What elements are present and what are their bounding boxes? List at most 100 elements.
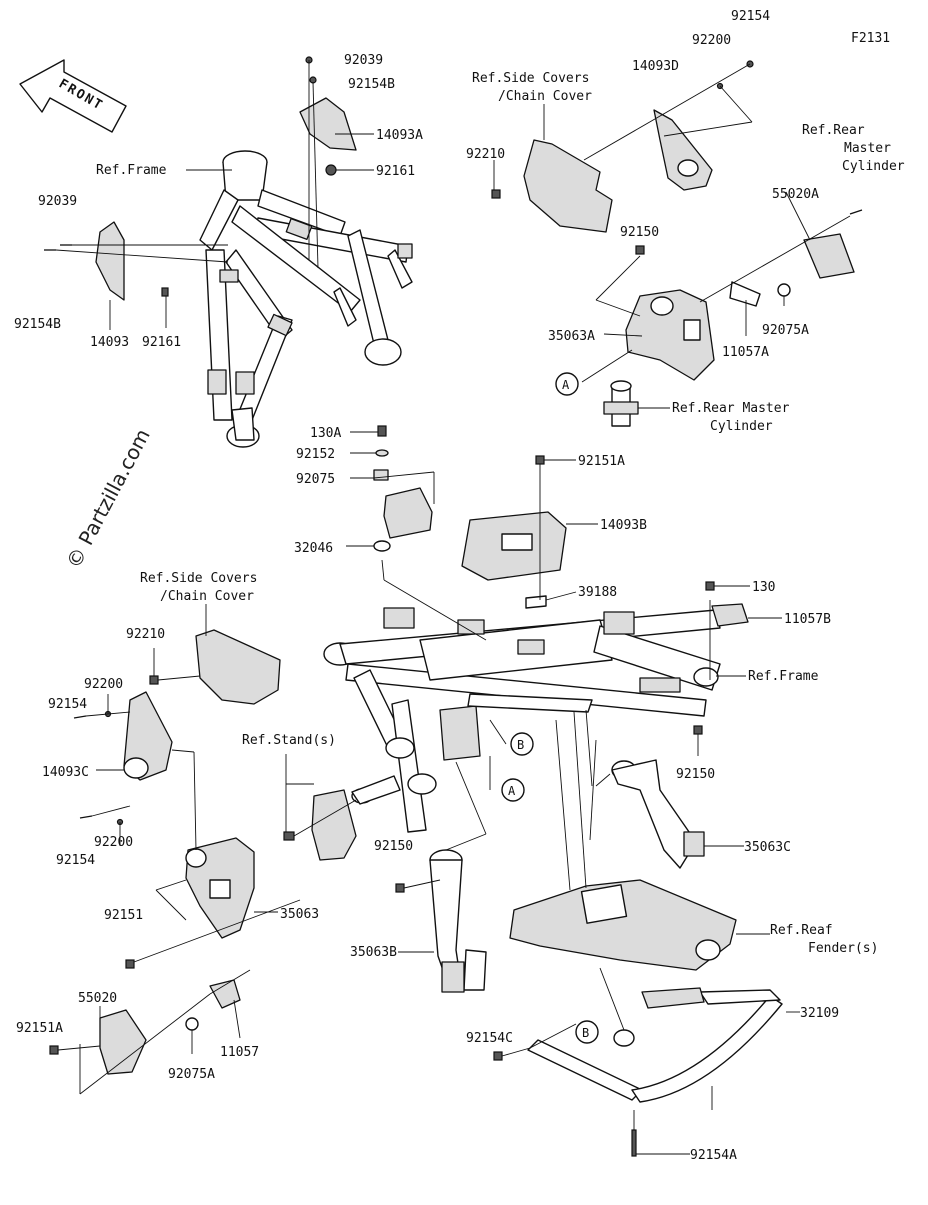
figure-id: F2131 [851, 31, 890, 46]
callout-b-lower-label: B [582, 1026, 589, 1040]
label-92151A-top: 92151A [578, 454, 625, 469]
label-92152: 92152 [296, 447, 335, 462]
callout-a-top-label: A [562, 378, 570, 392]
label-92154-left2: 92154 [56, 853, 95, 868]
label-14093C: 14093C [42, 765, 89, 780]
label-92200-left: 92200 [84, 677, 123, 692]
washer-92152 [375, 449, 389, 457]
label-92154C: 92154C [466, 1031, 513, 1046]
rear-fender [509, 879, 737, 971]
label-92210-left: 92210 [126, 627, 165, 642]
label-35063C: 35063C [744, 840, 791, 855]
label-11057: 11057 [220, 1045, 259, 1060]
label-ref-side-covers-top-1: Ref.Side Covers [472, 71, 589, 86]
label-92200-top: 92200 [692, 33, 731, 48]
bolt-92210-top [491, 189, 501, 199]
label-11057A: 11057A [722, 345, 769, 360]
label-ref-frame-top: Ref.Frame [96, 163, 167, 178]
bolt-92150-left [395, 883, 405, 893]
cover-14093D [653, 109, 713, 191]
label-ref-stands: Ref.Stand(s) [242, 733, 336, 748]
label-92075A-left: 92075A [168, 1067, 215, 1082]
bolt-92151A-left [49, 1045, 59, 1055]
bolt-92210-left [149, 675, 159, 685]
label-92210-top: 92210 [466, 147, 505, 162]
bolt-92150-mid [693, 725, 703, 735]
label-ref-rear-master-1: Ref.Rear Master [672, 401, 790, 416]
bolt-130 [705, 581, 715, 591]
part-labels: 92154 92200 14093D Ref.Side Covers /Chai… [14, 9, 905, 1163]
label-14093B: 14093B [600, 518, 647, 533]
bolt-92150-top [635, 245, 645, 255]
bolt-92151 [125, 959, 135, 969]
cover-14093A [299, 97, 357, 151]
bolt-92154A [631, 1129, 637, 1157]
plate-11057A [729, 281, 761, 307]
label-92161-top: 92161 [376, 164, 415, 179]
bracket-35063C [611, 759, 705, 869]
label-92039-top: 92039 [344, 53, 383, 68]
label-55020A: 55020A [772, 187, 819, 202]
label-92075A-top: 92075A [762, 323, 809, 338]
label-ref-side-covers-top-2: /Chain Cover [498, 89, 592, 104]
bolt-92151A-top [535, 455, 545, 465]
label-ref-reaf-1: Ref.Reaf [770, 923, 833, 938]
label-14093: 14093 [90, 335, 129, 350]
callout-b-mid [510, 732, 534, 756]
label-92150-top: 92150 [620, 225, 659, 240]
leaders-lower [398, 709, 800, 1155]
label-14093A: 14093A [376, 128, 423, 143]
label-ref-rear-3: Cylinder [842, 159, 905, 174]
label-92150-left: 92150 [374, 839, 413, 854]
battery-tray-14093B [461, 511, 567, 581]
stand-bracket [311, 775, 401, 861]
label-92151: 92151 [104, 908, 143, 923]
bracket-55020A [803, 233, 855, 279]
cover-14093C [123, 691, 173, 781]
label-11057B: 11057B [784, 612, 831, 627]
collar-92075 [373, 469, 389, 481]
label-39188: 39188 [578, 585, 617, 600]
bolt-130A [377, 425, 387, 437]
label-55020: 55020 [78, 991, 117, 1006]
label-32109: 32109 [800, 1006, 839, 1021]
label-130A: 130A [310, 426, 341, 441]
callout-a-mid-label: A [508, 784, 516, 798]
label-ref-rear-master-2: Cylinder [710, 419, 773, 434]
collar-92075A-left [185, 1017, 199, 1031]
callout-a-top [555, 372, 579, 396]
label-130: 130 [752, 580, 775, 595]
label-92154-top: 92154 [731, 9, 770, 24]
grab-bar-32109 [527, 987, 783, 1103]
plate-11057 [209, 979, 241, 1009]
frame-main-drawing [323, 607, 721, 833]
watermark: © Partzilla.com [61, 425, 155, 573]
label-ref-reaf-2: Fender(s) [808, 941, 878, 956]
callout-b-lower [575, 1020, 599, 1044]
plate-11057B [711, 603, 749, 627]
callout-b-mid-label: B [517, 738, 524, 752]
bolt-stand [283, 831, 295, 841]
collar-92075A [777, 283, 791, 297]
bracket-35063A [625, 289, 715, 381]
label-92154A: 92154A [690, 1148, 737, 1163]
label-32046: 32046 [294, 541, 333, 556]
label-ref-rear-2: Master [844, 141, 891, 156]
frame-upper-drawing [199, 150, 413, 448]
leaders-top-right [493, 63, 851, 409]
chain-cover-left [195, 629, 281, 705]
label-92151A-left: 92151A [16, 1021, 63, 1036]
bolt-92154C [493, 1051, 503, 1061]
label-ref-side-covers-left-1: Ref.Side Covers [140, 571, 257, 586]
bolt-92154-left2 [79, 815, 93, 819]
label-92150-mid: 92150 [676, 767, 715, 782]
leaders-top-left [55, 60, 374, 330]
bracket-35063 [185, 837, 255, 939]
grommet-92161 [325, 164, 337, 176]
label-92154B-top: 92154B [348, 77, 395, 92]
bolt-92154-left [73, 715, 87, 719]
label-92039-left: 92039 [38, 194, 77, 209]
label-14093D: 14093D [632, 59, 679, 74]
bracket-55020 [99, 1009, 147, 1075]
callout-a-mid [501, 778, 525, 802]
